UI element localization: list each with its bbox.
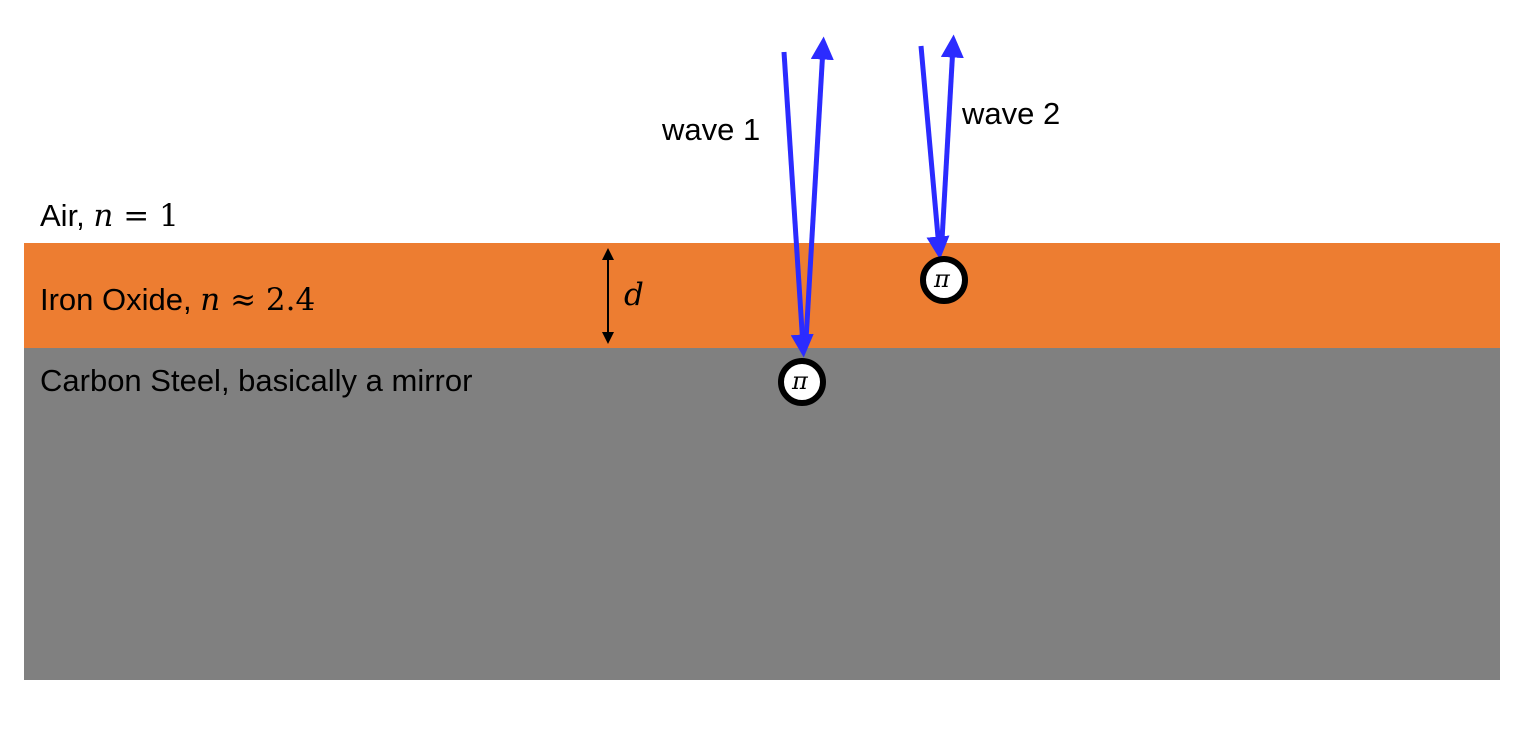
wave-2-incident-arrow [918,45,950,260]
wave-1-incident-arrow [781,51,814,358]
phase-shift-marker-steel [778,358,826,406]
wave-2-label: wave 2 [962,96,1061,131]
air-label: Air, n = 1 [40,198,179,234]
wave-1-label: wave 1 [662,112,761,147]
phase-shift-symbol-oxide: π [934,265,950,293]
carbon-steel-layer [24,348,1500,680]
wave-2-reflected-arrow [939,34,964,241]
phase-shift-marker-oxide [920,256,968,304]
thickness-label: d [624,277,644,313]
wave-1-reflected-arrow [803,36,834,341]
iron-oxide-label: Iron Oxide, n ≈ 2.4 [40,282,316,318]
iron-oxide-layer [24,243,1500,348]
carbon-steel-label: Carbon Steel, basically a mirror [40,363,473,398]
phase-shift-symbol-steel: π [792,367,808,395]
